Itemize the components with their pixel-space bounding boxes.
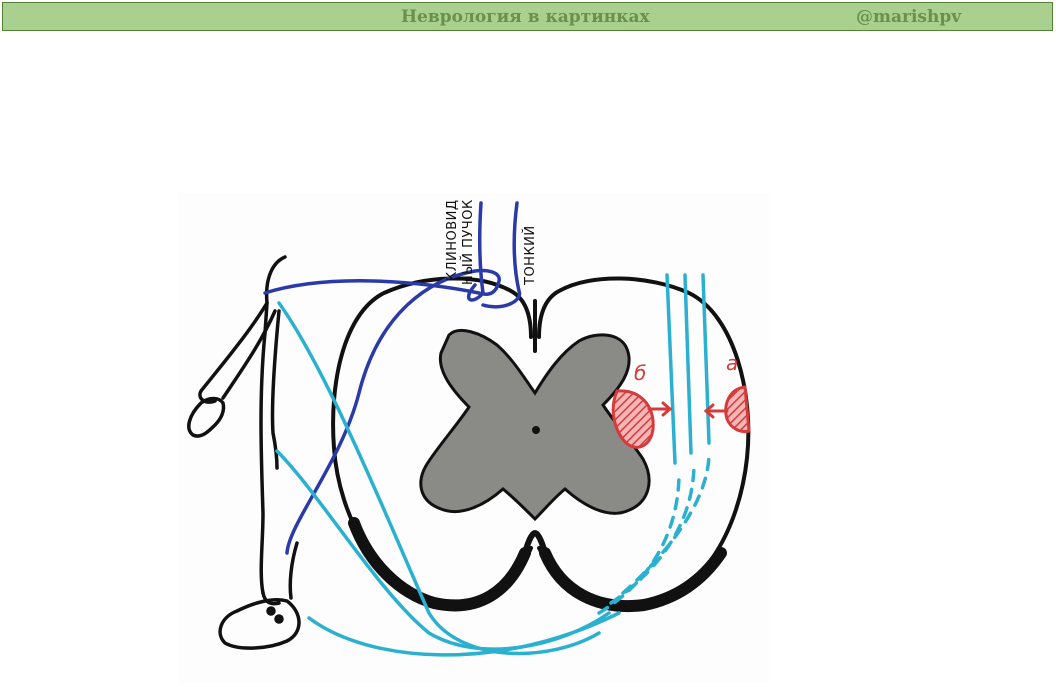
compression-marks <box>611 385 751 449</box>
label-gracile: ТОНКИЙ <box>523 225 538 285</box>
tract-dashed-3 <box>621 451 711 595</box>
cuneate-tract-upper <box>263 268 501 555</box>
human-figure <box>187 255 301 650</box>
spinothalamic-line-3 <box>307 611 621 657</box>
diagram-svg <box>187 201 751 657</box>
figure-foot <box>218 598 301 650</box>
figure-torso-left <box>259 331 267 595</box>
tract-vertical-1 <box>665 273 677 465</box>
figure-head-neck-line <box>263 255 287 335</box>
extramedullary-lesion-a <box>724 385 751 433</box>
spinal-cord-diagram: КЛИНОВИД НЫЙ ПУЧОК ТОНКИЙ а б <box>179 193 769 683</box>
spinothalamic-line-1 <box>277 301 601 656</box>
cuneate-tract-vertical <box>477 201 485 295</box>
arrow-b-head <box>661 401 673 417</box>
figure-torso-right <box>270 309 281 470</box>
figure-hand <box>187 396 226 438</box>
intramedullary-lesion-b <box>611 389 655 449</box>
label-a: а <box>726 351 739 375</box>
header-handle: @marishpv <box>856 7 962 27</box>
figure-arm-inner <box>221 309 277 400</box>
figure-leg-inner <box>288 541 299 600</box>
spinothalamic-tracts <box>275 273 711 657</box>
anterior-fissure <box>522 530 548 556</box>
arrow-a-head <box>703 403 715 419</box>
gray-matter <box>419 329 651 522</box>
cuneate-tract-loop <box>466 283 485 302</box>
label-b: б <box>634 361 647 385</box>
header-bar: Неврология в картинках @marishpv <box>2 2 1053 31</box>
cord-bottom-thick-left <box>348 517 531 612</box>
central-canal <box>532 426 540 434</box>
tract-vertical-2 <box>683 273 693 455</box>
gracile-tract-vertical <box>481 201 522 309</box>
header-title: Неврология в картинках <box>401 7 650 27</box>
figure-arm-outer <box>198 301 269 404</box>
dorsal-column-tracts <box>263 201 522 555</box>
label-cuneate-line2: НЫЙ ПУЧОК <box>461 199 476 285</box>
figure-leg-outer <box>261 591 281 606</box>
cord-bottom-thick-right <box>539 547 727 612</box>
label-cuneate-line1: КЛИНОВИД <box>445 199 460 281</box>
tract-vertical-3 <box>701 273 711 445</box>
